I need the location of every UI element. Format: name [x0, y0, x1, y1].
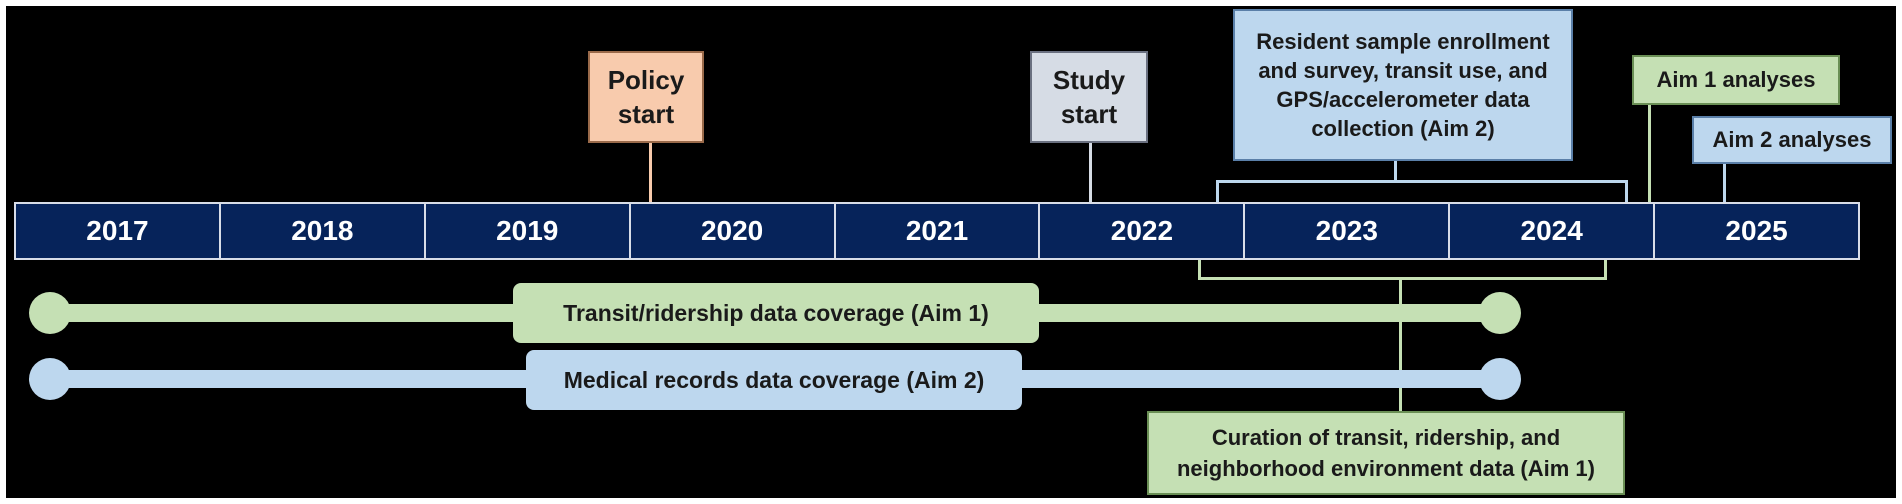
transit-coverage-start-dot	[29, 292, 71, 334]
year-2022: 2022	[1040, 204, 1246, 258]
year-2017: 2017	[16, 204, 221, 258]
aim2-collection-stem	[1394, 159, 1397, 182]
year-2025: 2025	[1725, 215, 1788, 246]
aim1-curation-bracket	[1198, 260, 1607, 280]
year-2018: 2018	[221, 204, 426, 258]
aim2-collection-bracket	[1216, 180, 1628, 202]
year-2021: 2021	[836, 204, 1041, 258]
medical-coverage-start-dot	[29, 358, 71, 400]
year-2023: 2023	[1245, 204, 1451, 258]
aim2-analyses-box: Aim 2 analyses	[1692, 116, 1892, 164]
aim2-analyses-connector	[1723, 162, 1726, 202]
aim1-analyses-connector	[1648, 105, 1651, 202]
study-start-box: Study start	[1030, 51, 1148, 143]
year-2020: 2020	[631, 204, 836, 258]
study-start-connector	[1089, 143, 1092, 202]
year-bar: 2017 2018 2019 2020 2021 2022 2023 2024 …	[14, 202, 1860, 260]
aim1-curation-stem	[1399, 278, 1402, 414]
medical-coverage-label: Medical records data coverage (Aim 2)	[526, 350, 1022, 410]
year-2019: 2019	[426, 204, 631, 258]
aim2-collection-box: Resident sample enrollment and survey, t…	[1233, 9, 1573, 161]
aim1-curation-box: Curation of transit, ridership, and neig…	[1147, 411, 1625, 495]
timeline-canvas: Policy start Study start Resident sample…	[6, 6, 1896, 498]
transit-coverage-label: Transit/ridership data coverage (Aim 1)	[513, 283, 1039, 343]
transit-coverage-end-dot	[1479, 292, 1521, 334]
policy-start-connector	[649, 143, 652, 202]
policy-start-box: Policy start	[588, 51, 704, 143]
aim1-analyses-box: Aim 1 analyses	[1632, 55, 1840, 105]
medical-coverage-end-dot	[1479, 358, 1521, 400]
year-2024: 2024	[1450, 204, 1656, 258]
